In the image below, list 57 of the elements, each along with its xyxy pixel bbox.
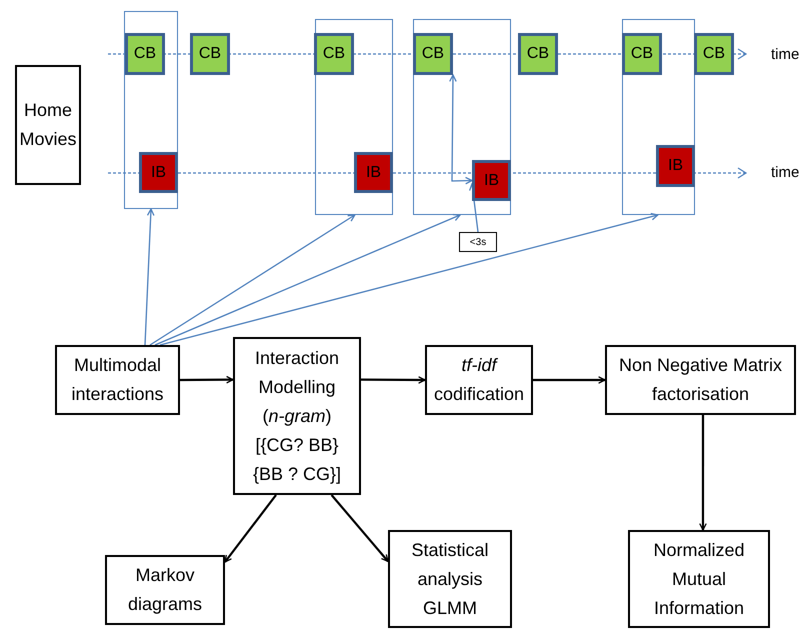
box-label: <3s	[470, 236, 486, 250]
arrow	[224, 494, 277, 563]
box-label: Statistical analysis GLMM	[410, 538, 490, 620]
box-label: IB	[150, 162, 166, 182]
box-label: CB	[322, 44, 346, 64]
event-block	[139, 152, 178, 193]
box-label: IB	[366, 162, 382, 182]
box-label: CB	[422, 44, 444, 64]
time-window-frame	[315, 19, 393, 215]
box-label: Non Negative Matrix factorisation	[618, 354, 784, 406]
time-window-frame	[622, 19, 695, 215]
arrow	[361, 376, 426, 384]
event-block	[314, 33, 354, 75]
event-block	[125, 33, 165, 75]
axis-label: time	[771, 45, 800, 65]
box-label: CB	[134, 44, 156, 64]
arrow	[533, 376, 606, 384]
box-label: CB	[198, 44, 222, 64]
event-block	[472, 160, 511, 201]
box-label: CB	[702, 44, 726, 64]
box-label: Normalized Mutual Information	[652, 538, 746, 620]
arrow	[180, 376, 234, 384]
box-label: tf-idf codification	[432, 354, 526, 406]
time-window-frame	[124, 11, 178, 209]
arrow	[330, 494, 389, 562]
arrow	[160, 212, 658, 346]
process-box	[233, 337, 361, 495]
arrow	[154, 214, 461, 346]
event-block	[694, 33, 734, 75]
process-box	[605, 345, 796, 415]
time-window-frame	[413, 19, 511, 215]
box-label: Home Movies	[20, 99, 77, 151]
note-box	[459, 232, 497, 252]
event-block	[413, 33, 453, 75]
box-label: Interaction Modelling (n-gram) [{CG? BB} {BB ? CG}]	[252, 346, 342, 486]
process-box	[55, 345, 180, 415]
event-block	[656, 145, 695, 187]
arrow	[449, 74, 473, 184]
process-box	[15, 65, 81, 185]
process-box	[388, 530, 512, 628]
arrow	[699, 415, 707, 531]
process-box	[628, 530, 770, 628]
arrow	[150, 214, 356, 346]
event-block	[190, 33, 230, 75]
event-block	[518, 33, 558, 75]
box-label: CB	[630, 44, 654, 64]
process-box	[425, 345, 533, 415]
process-box	[105, 555, 225, 625]
arrow	[144, 208, 155, 346]
box-label: CB	[526, 44, 550, 64]
event-block	[354, 152, 393, 193]
box-label: IB	[484, 170, 500, 190]
event-block	[622, 33, 662, 75]
axis-label: time	[771, 163, 800, 183]
box-label: Markov diagrams	[126, 564, 204, 616]
box-label: IB	[668, 156, 684, 176]
box-label: Multimodal interactions	[70, 354, 165, 406]
